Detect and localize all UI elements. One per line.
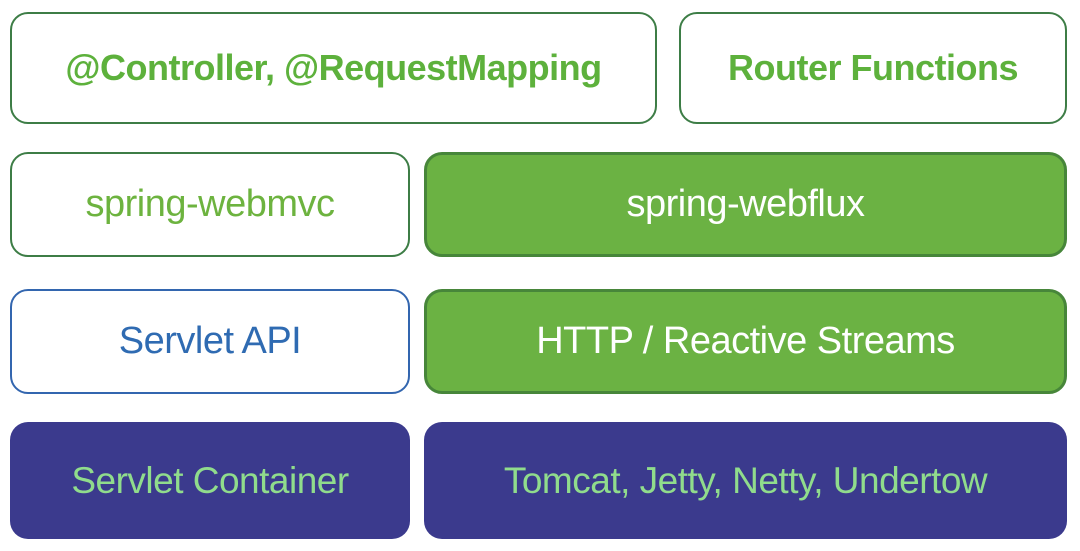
- box-servlet-container: Servlet Container: [10, 422, 410, 539]
- box-servlet-api: Servlet API: [10, 289, 410, 394]
- box-label-controller-requestmapping: @Controller, @RequestMapping: [65, 47, 602, 88]
- box-tomcat-jetty-netty-undertow: Tomcat, Jetty, Netty, Undertow: [424, 422, 1067, 539]
- box-spring-webflux: spring-webflux: [424, 152, 1067, 257]
- box-label-http-reactive-streams: HTTP / Reactive Streams: [536, 320, 955, 362]
- box-label-spring-webflux: spring-webflux: [626, 183, 866, 225]
- box-router-functions: Router Functions: [679, 12, 1067, 124]
- box-spring-webmvc: spring-webmvc: [10, 152, 410, 257]
- box-label-servlet-container: Servlet Container: [71, 459, 349, 501]
- box-label-spring-webmvc: spring-webmvc: [85, 183, 335, 225]
- box-label-tomcat-jetty-netty-undertow: Tomcat, Jetty, Netty, Undertow: [503, 459, 988, 501]
- box-label-servlet-api: Servlet API: [118, 320, 302, 362]
- box-controller-requestmapping: @Controller, @RequestMapping: [10, 12, 657, 124]
- box-label-router-functions: Router Functions: [728, 47, 1018, 88]
- box-http-reactive-streams: HTTP / Reactive Streams: [424, 289, 1067, 394]
